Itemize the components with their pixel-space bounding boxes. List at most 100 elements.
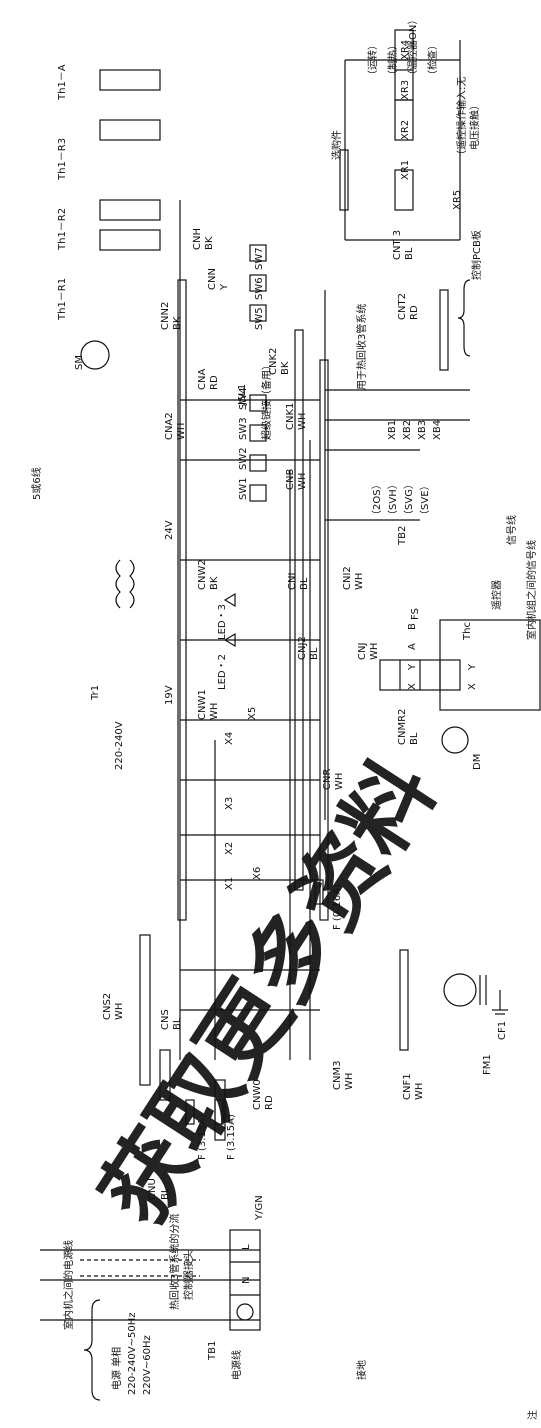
relay-xb1-desc: （2OS） — [371, 479, 383, 520]
relay-xr5-desc-2: 电压接触） — [468, 100, 481, 150]
relay-xb2-desc: （SVH） — [387, 479, 399, 520]
cnk1-color: WH — [297, 413, 308, 430]
tb2-terminal-x: X — [407, 683, 418, 690]
relay-xr3-desc: （温控器ON） — [406, 15, 419, 80]
remote-terminal-y: Y — [467, 663, 478, 671]
cnw1-label: CNW1 — [197, 689, 208, 720]
fuse-f1-label: F (3.15A) — [197, 1114, 208, 1160]
cnj2-color: BL — [309, 647, 320, 660]
sm-label: SM — [74, 355, 85, 370]
five-six-label: 5或6线 — [30, 467, 43, 500]
signal-label: 信号线 — [505, 515, 518, 545]
relay-xr4: XR4 — [400, 40, 411, 60]
relay-xb4: XB4 — [432, 420, 443, 440]
footnote-label: 注 — [526, 1410, 539, 1420]
panel-switch-sw5: SW5 — [254, 307, 265, 330]
relay-xb2: XB2 — [402, 420, 413, 440]
cni-color: BL — [299, 577, 310, 590]
cnt3-color: BL — [404, 247, 415, 260]
relay-xr1-desc: （运转） — [366, 40, 379, 80]
cnj-color: WH — [369, 643, 380, 660]
cnw1-color: WH — [209, 703, 220, 720]
relay-xb3-desc: （SVG） — [403, 479, 415, 520]
fuse-f3-label: F (0.16A) — [332, 884, 343, 930]
th-r3-label: Th1－R3 — [57, 138, 68, 181]
cna2-label: CNA2 — [164, 412, 175, 440]
cna-label: CNA — [197, 369, 208, 390]
remote-label: 遥控器 — [490, 580, 503, 610]
th-a-label: Th1－A — [57, 64, 68, 101]
cnu-label: CNU — [147, 1178, 158, 1200]
cna-color: RD — [209, 375, 220, 390]
cnf1-color: WH — [414, 1083, 425, 1100]
cns-color: BL — [172, 1017, 183, 1030]
relay-xr5: XR5 — [452, 190, 463, 210]
x5-label: X5 — [247, 707, 258, 720]
cnn-color: Y — [219, 283, 230, 291]
fs-label: FS — [410, 608, 421, 620]
led2-label: LED・2 — [217, 654, 228, 690]
dm-label: DM — [472, 754, 483, 770]
tb2-terminal-a: A — [407, 643, 418, 650]
relay-xr4-desc: （检查） — [426, 40, 439, 80]
cna2-color: WH — [176, 423, 187, 440]
ground-label: 接地 — [355, 1360, 368, 1380]
cnj-label: CNJ — [357, 643, 368, 660]
cnn2-color: BK — [172, 316, 183, 330]
tr1-label: Tr1 — [90, 685, 101, 701]
cnb-color: WH — [297, 473, 308, 490]
relay-xr2-desc: （制热） — [386, 40, 399, 80]
cnw2-color: BK — [209, 576, 220, 590]
cnk2-label: CNK2 — [268, 348, 279, 375]
cni2-label: CNI2 — [342, 566, 353, 590]
x4-label: X4 — [224, 732, 235, 745]
power-line-label: 电源线 — [230, 1350, 243, 1380]
heat-recovery-label: 热回收3管系统的分流 — [168, 1214, 181, 1310]
cnn-label: CNN — [207, 268, 218, 290]
cnh-color: BK — [204, 236, 215, 250]
relay-xr5-desc: （遥控操作输入:无 — [455, 77, 468, 160]
x6-label: X6 — [252, 867, 263, 880]
panel-switch-sw7: SW7 — [254, 247, 265, 270]
fuse-f2-label: F (3.15A) — [226, 1114, 237, 1160]
cnw0-color: RD — [264, 1095, 275, 1110]
watermark-text: 获取更多资料 — [81, 743, 455, 1242]
cnmr2-label: CNMR2 — [397, 709, 408, 745]
led3-label: LED・3 — [217, 604, 228, 640]
cns2-label: CNS2 — [102, 993, 113, 1020]
cf1-label: CF1 — [497, 1021, 508, 1040]
cnu-color-label: BL — [160, 1187, 171, 1200]
terminal-n-label: N — [241, 1277, 252, 1284]
relay-xr2: XR2 — [400, 120, 411, 140]
dip-switch-sw1: SW1 — [238, 477, 249, 500]
x3-label: X3 — [224, 797, 235, 810]
cnr-color: WH — [334, 773, 345, 790]
indoor-link-label: 室内机之间的电源线 — [62, 1240, 75, 1330]
yg-label: Y/GN — [254, 1195, 265, 1221]
x2-label: X2 — [224, 842, 235, 855]
cnr-label: CNR — [322, 769, 333, 790]
tb2-terminal-b: B — [407, 623, 418, 630]
cni2-color: WH — [354, 573, 365, 590]
cnt2-color: RD — [409, 305, 420, 320]
remote-terminal-x: X — [467, 683, 478, 690]
th-r2-label: Th1－R2 — [57, 208, 68, 251]
three-pipe-label: 用于热回收3管系统 — [355, 304, 368, 390]
tb2-terminal-y: Y — [407, 663, 418, 671]
x1-label: X1 — [224, 877, 235, 890]
indoor-signal-label: 室内机组之间的信号线 — [525, 540, 538, 640]
cnw2-label: CNW2 — [197, 559, 208, 590]
cnm3-color: WH — [344, 1073, 355, 1090]
panel-switch-sw6: SW6 — [254, 277, 265, 300]
power-60hz-label: 220V~60Hz — [142, 1335, 153, 1395]
cnf1-label: CNF1 — [402, 1073, 413, 1100]
fm1-label: FM1 — [482, 1054, 493, 1075]
jsl1-label: JSL1 — [237, 384, 248, 406]
option-label: 选购件 — [330, 130, 343, 160]
cnb-label: CNB — [285, 469, 296, 490]
power-50hz-label: 220-240V~50Hz — [127, 1313, 138, 1396]
dip-switch-sw2: SW2 — [238, 447, 249, 470]
cnk1-label: CNK1 — [285, 403, 296, 430]
cns-label: CNS — [160, 1009, 171, 1030]
